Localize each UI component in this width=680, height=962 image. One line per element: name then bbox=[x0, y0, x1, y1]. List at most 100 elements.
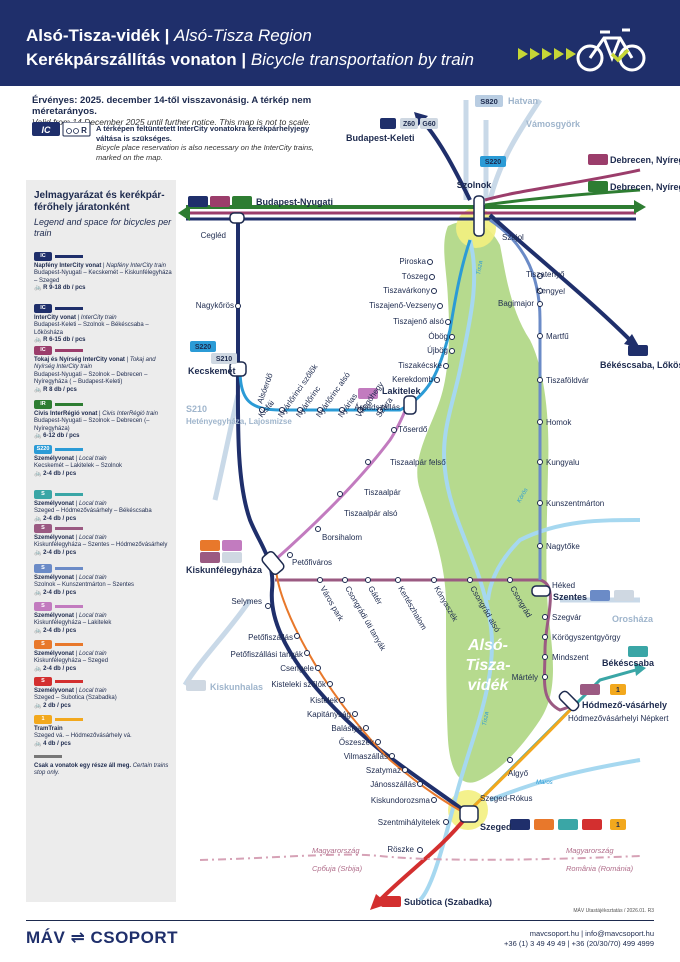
station-label-tiszakecske: Tiszakécske bbox=[398, 361, 442, 370]
terminal-vamosgyork: Vámosgyörk bbox=[526, 119, 581, 129]
line-red bbox=[378, 813, 470, 902]
legend-title: Jelmagyarázat és kerékpár-férőhely járat… bbox=[34, 190, 165, 213]
legend-route: Szeged – Hódmezővásárhely – Békéscsaba bbox=[34, 508, 152, 515]
credit: MÁV Utastájékoztatás / 2026.01. R3 bbox=[573, 908, 654, 914]
legend-name-en: Civis InterRégió train bbox=[102, 410, 158, 417]
legend-route: Kiskunfélegyháza – Szentes – Hódmezővásá… bbox=[34, 542, 168, 549]
ic-note: A térképen feltüntetett InterCity vonato… bbox=[96, 124, 326, 162]
bicycle-icon: 🚲 bbox=[34, 285, 44, 292]
legend-capacity: 9-18 db / pcs bbox=[49, 285, 86, 292]
region-area bbox=[417, 221, 553, 783]
legend-line-sample bbox=[55, 527, 83, 530]
legend-name-en: Certain trains stop only. bbox=[34, 762, 169, 777]
legend-name: Tokaj és Nyírség InterCity vonat bbox=[34, 356, 125, 363]
station-label-tiszaalpar-also: Tiszaalpár alsó bbox=[344, 509, 398, 518]
river-label-tisza-1: Tisza bbox=[476, 260, 485, 276]
station-label-tiszatenyo: Tiszatenyő bbox=[526, 270, 565, 279]
station-label-vilmaszallas: Vilmaszállás bbox=[344, 752, 388, 761]
terminal-bp-nyugati: Budapest-Nyugati bbox=[256, 197, 333, 207]
river-label-tisza-2: Tisza bbox=[482, 711, 491, 727]
station-label-szegvar: Szegvár bbox=[552, 613, 582, 622]
legend-badge: S bbox=[34, 602, 52, 611]
station-label-petofiszallasi-tanyak: Petőfiszállási tanyák bbox=[231, 650, 304, 659]
contact-web[interactable]: mavcsoport.hu | info@mavcsoport.hu bbox=[529, 929, 654, 938]
legend-badge: IR bbox=[34, 400, 52, 409]
city-szentes: Szentes bbox=[553, 592, 587, 602]
river-label-maros: Maros bbox=[536, 780, 553, 786]
legend-route: Kiskunfélegyháza – Lakitelek bbox=[34, 620, 112, 627]
legend-capacity: 2-4 db / pcs bbox=[43, 589, 77, 596]
line-orange bbox=[274, 564, 469, 816]
station-label-szajol: Szajol bbox=[502, 233, 524, 242]
legend-line-sample bbox=[55, 605, 83, 608]
station-label-janosszallas: Jánosszállás bbox=[370, 780, 416, 789]
legend-line-sample bbox=[55, 403, 83, 406]
bicycle-icon: 🚲 bbox=[34, 470, 44, 477]
station-label-toszeg: Tószeg bbox=[402, 272, 428, 281]
legend-line-sample bbox=[55, 680, 83, 683]
legend-badge: S bbox=[34, 640, 52, 649]
legend-capacity: 2-4 db / pcs bbox=[43, 515, 77, 522]
station-label-tiszaalpar: Tiszaalpár bbox=[364, 488, 401, 497]
station-label-varos-park: Város park bbox=[318, 585, 346, 624]
terminal-labels: Hatvan Vámosgyörk Budapest-Keleti Budape… bbox=[186, 96, 680, 907]
terminal-hatvan: Hatvan bbox=[508, 96, 538, 106]
station-label-borsihalom: Borsihalom bbox=[322, 533, 362, 542]
legend-name-en: Local train bbox=[78, 612, 107, 619]
station-label-gater: Gátér bbox=[366, 585, 384, 607]
header-subtitle: Kerékpárszállítás vonaton | Bicycle tran… bbox=[26, 50, 474, 69]
station-label-tiszaalpar-felso: Tiszaalpár felső bbox=[390, 458, 446, 467]
station-label-algyo: Algyő bbox=[508, 769, 529, 778]
legend-capacity: 8 db / pcs bbox=[49, 386, 77, 393]
station-label-cegled: Cegléd bbox=[201, 231, 226, 240]
legend-name-en: Local train bbox=[78, 650, 107, 657]
legend-route: Szolnok – Kunszentmárton – Szentes bbox=[34, 582, 135, 589]
terminal-bekescsaba: Békéscsaba bbox=[602, 658, 655, 668]
station-label-heked: Héked bbox=[552, 581, 575, 590]
legend-badge: S220 bbox=[34, 445, 52, 454]
border-label-hu-2: Magyarország bbox=[566, 846, 614, 855]
station-label-tiszavarkony: Tiszavárkony bbox=[383, 286, 430, 295]
legend-name-en: InterCity train bbox=[80, 314, 117, 321]
badge-tramtrain-hmv: 1 bbox=[616, 687, 620, 694]
footer-divider bbox=[26, 920, 654, 921]
bicycle-icon: 🚲 bbox=[34, 702, 44, 709]
station-label-kiskundorozsma: Kiskundorozsma bbox=[371, 796, 431, 805]
header-title: Alsó-Tisza-vidék | Alsó-Tisza Region bbox=[26, 26, 312, 45]
bicycle-icon bbox=[576, 28, 646, 72]
city-labels: Szolnok Kecskemét Kiskunfélegyháza Lakit… bbox=[186, 180, 667, 832]
station-label-toserdo: Tőserdő bbox=[398, 425, 428, 434]
station-label-piroska: Piroska bbox=[399, 257, 426, 266]
r-badge-text: R bbox=[81, 126, 87, 135]
legend-line-sample bbox=[55, 493, 83, 496]
legend-badge: IC bbox=[34, 252, 52, 261]
legend-capacity: 2-4 db / pcs bbox=[43, 470, 77, 477]
legend-route: Kecskemét – Lakitelek – Szolnok bbox=[34, 463, 123, 470]
line-slate bbox=[489, 218, 542, 580]
region-label-3: vidék bbox=[468, 677, 510, 694]
station-label-kistelek: Kistelek bbox=[310, 696, 339, 705]
station-label-kunszentmarton: Kunszentmárton bbox=[546, 499, 604, 508]
station-label-kerekdomb: Kerekdomb bbox=[392, 375, 433, 384]
terminal-bp-keleti: Budapest-Keleti bbox=[346, 133, 415, 143]
legend-panel: Jelmagyarázat és kerékpár-férőhely járat… bbox=[26, 180, 176, 902]
station-label-tiszajeno-veszeny: Tiszajenő-Vezseny bbox=[369, 301, 436, 310]
legend-badge: S bbox=[34, 524, 52, 533]
legend-name-en: Local train bbox=[78, 687, 107, 694]
bicycle-icon: 🚲 bbox=[34, 386, 44, 393]
station-label-szeged-rokus: Szeged-Rókus bbox=[480, 794, 532, 803]
station-label-nagykoros: Nagykőrös bbox=[196, 301, 234, 310]
legend-route: Budapest-Keleti – Szolnok – Békéscsaba –… bbox=[34, 322, 149, 336]
trunk-nyugati bbox=[178, 200, 646, 221]
station-dots bbox=[235, 259, 548, 853]
city-kiskunfelegyhaza: Kiskunfélegyháza bbox=[186, 565, 263, 575]
bicycle-icon: 🚲 bbox=[34, 740, 44, 747]
region-label: Alsó- Tisza- vidék bbox=[465, 637, 510, 694]
station-label-szentmihalyitelek: Szentmihályitelek bbox=[378, 818, 441, 827]
major-stations bbox=[229, 195, 580, 823]
